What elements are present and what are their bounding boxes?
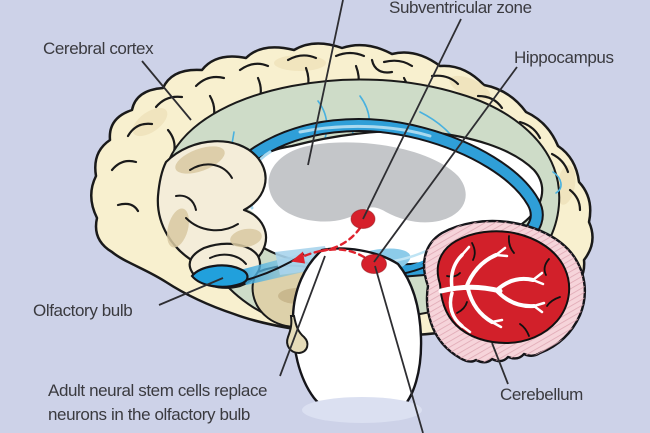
label-cerebellum: Cerebellum: [500, 385, 583, 404]
migration-arrowhead: [291, 251, 305, 264]
label-olfactory-bulb: Olfactory bulb: [33, 301, 133, 320]
caption-line-1: Adult neural stem cells replace: [48, 381, 268, 400]
leader-cropped-top: [307, 0, 344, 166]
cerebellum-white-matter-tree: [438, 245, 546, 334]
leader-subventricular-zone: [362, 18, 462, 220]
cerebellum-shape: [422, 219, 587, 364]
leader-hippocampus: [373, 66, 518, 263]
brainstem-fade: [302, 397, 422, 423]
caption-adult-neurogenesis: Adult neural stem cells replace neurons …: [48, 379, 268, 426]
label-cerebral-cortex: Cerebral cortex: [43, 39, 154, 58]
brainstem-shape: [291, 247, 423, 423]
label-hippocampus: Hippocampus: [514, 48, 614, 67]
leader-cropped-bottom: [374, 265, 424, 433]
thalamus-shape: [268, 142, 466, 223]
leader-cerebral-cortex: [141, 60, 192, 121]
hippocampus-site-dot: [361, 254, 387, 274]
cortex-shading: [132, 55, 576, 205]
caption-line-2: neurons in the olfactory bulb: [48, 404, 250, 424]
olfactory-bulb-shape: [190, 264, 249, 288]
leader-lines: [141, 0, 518, 433]
label-subventricular-zone: Subventricular zone: [389, 0, 532, 17]
leader-cerebellum: [491, 342, 509, 385]
leader-olfactory-bulb: [158, 277, 224, 306]
leader-caption: [279, 255, 326, 377]
cerebellum-lobule-lines: [446, 235, 561, 337]
